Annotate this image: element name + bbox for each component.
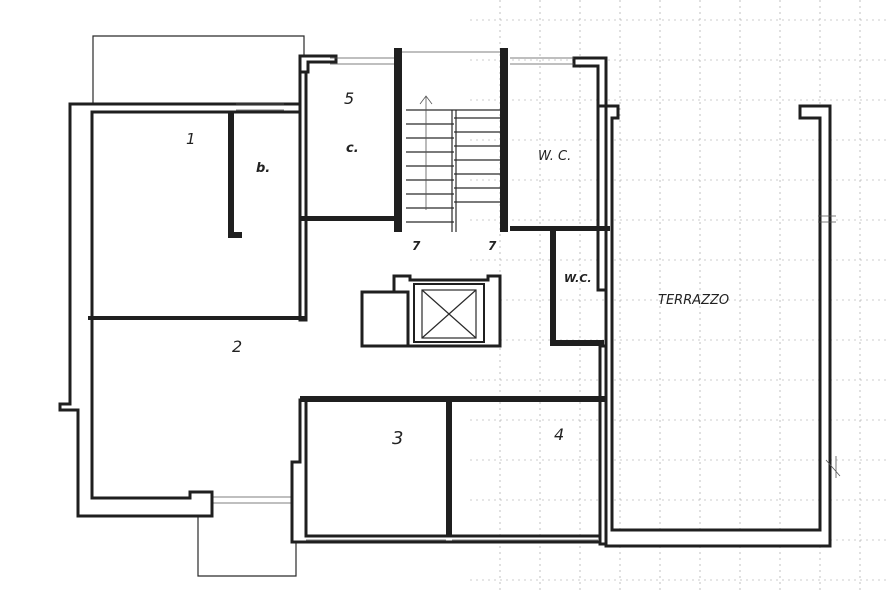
elevator-car: [421, 289, 477, 339]
balcony-bottom: [197, 496, 297, 577]
room-label-1: 1: [186, 130, 196, 148]
wall-room3-room4: [446, 400, 452, 536]
room-label-2: 2: [232, 337, 242, 356]
room-label-bath: b.: [256, 161, 270, 176]
terrace-label: TERRAZZO: [658, 293, 729, 308]
wall-kitchen-bottom: [300, 216, 400, 221]
stair-mark-left: 7: [412, 239, 421, 253]
wall-wc-bottom: [550, 340, 604, 346]
stair-wall-left: [394, 48, 402, 232]
wall-room1-bath: [228, 112, 234, 238]
wall-bath-bottom: [510, 226, 610, 231]
room-label-4: 4: [554, 425, 564, 444]
duct: [360, 290, 410, 348]
terrace: TERRAZZO: [604, 104, 841, 548]
outer-walls: [58, 54, 612, 546]
room-label-bath-main: W. C.: [538, 149, 571, 164]
wall-room1-room2: [88, 316, 306, 320]
room-label-wc: W.C.: [564, 272, 592, 285]
stair-wall-right: [500, 48, 508, 232]
wall-bedrooms-top: [300, 396, 606, 402]
stair-mark-right: 7: [488, 239, 497, 253]
room-label-3: 3: [392, 428, 403, 449]
room-label-kitchen: c.: [346, 141, 359, 156]
interior-walls: [88, 112, 610, 536]
windows: [236, 57, 598, 541]
stairwell: [394, 48, 508, 232]
balcony-top-left: [92, 35, 305, 104]
wall-wc-left: [550, 226, 556, 344]
room-label-5: 5: [344, 89, 354, 108]
elevator-core: [360, 274, 502, 348]
wall-stub: [228, 232, 242, 238]
